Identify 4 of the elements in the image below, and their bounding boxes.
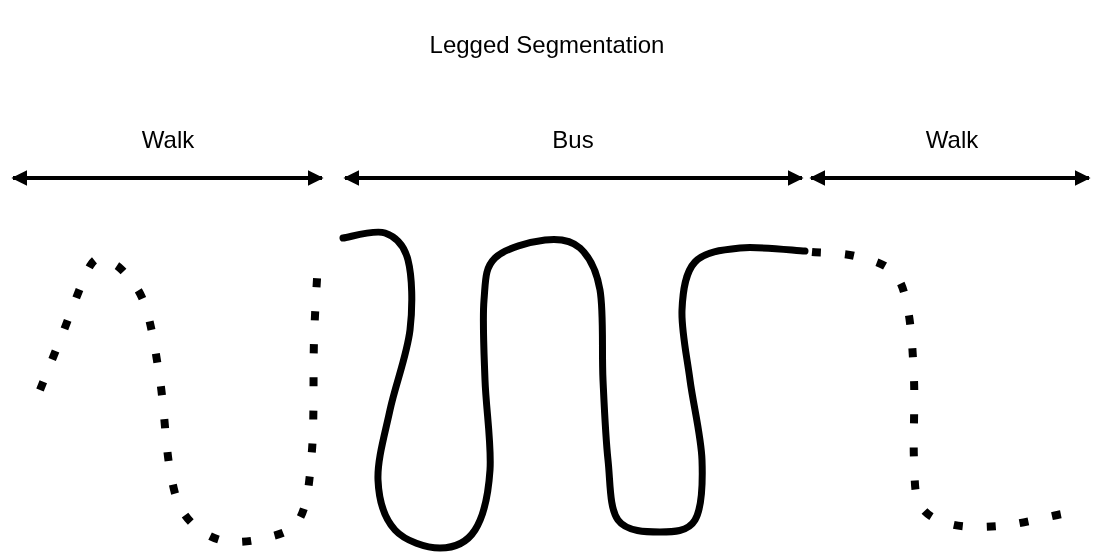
segment-label: Walk [925, 128, 979, 152]
diagram-title: Legged Segmentation [429, 33, 665, 57]
segment-label: Bus [552, 128, 594, 152]
segment-label: Walk [141, 128, 195, 152]
